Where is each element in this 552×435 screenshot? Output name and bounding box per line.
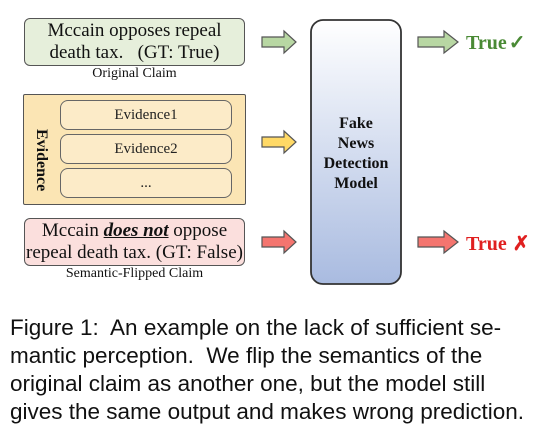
flipped-claim-label: Semantic-Flipped Claim	[65, 266, 204, 281]
arrow-model-to-output-top	[417, 29, 459, 55]
original-claim-line1: Mccain opposes repeal	[47, 20, 222, 41]
model-box	[310, 19, 402, 285]
model-label-line1: Fake	[339, 115, 373, 132]
arrow-evidence-to-model	[261, 129, 297, 155]
arrow-flipped-to-model	[261, 229, 297, 255]
figure-caption: Figure 1: An example on the lack of suff…	[10, 314, 540, 426]
original-claim-line2: death tax. (GT: True)	[49, 42, 220, 63]
output-top-label: True	[466, 32, 507, 54]
flipped-claim-suffix: oppose	[168, 220, 228, 241]
evidence-item-3: ...	[60, 168, 232, 198]
flipped-claim-prefix: Mccain	[41, 220, 104, 241]
evidence-item-2: Evidence2	[60, 134, 232, 164]
evidence-item-1: Evidence1	[60, 100, 232, 130]
caption-line4: gives the same output and makes wrong pr…	[10, 399, 525, 424]
flipped-claim-line1: Mccain does not oppose	[25, 220, 244, 242]
flipped-claim-box: Mccain does not oppose repeal death tax.…	[24, 218, 245, 266]
arrow-original-to-model	[261, 29, 297, 55]
caption-line3: original claim as another one, but the m…	[10, 371, 486, 396]
caption-line1: Figure 1: An example on the lack of suff…	[10, 315, 502, 340]
model-label: Fake News Detection Model	[311, 114, 401, 194]
evidence-panel: Evidence Evidence1 Evidence2 ...	[23, 94, 246, 205]
original-claim-box: Mccain opposes repeal death tax. (GT: Tr…	[24, 18, 245, 66]
model-label-line3: Detection	[323, 155, 389, 172]
output-bottom: True✗	[466, 231, 530, 256]
diagram-graphics	[261, 19, 459, 285]
model-label-line2: News	[337, 135, 375, 152]
arrow-model-to-output-bottom	[417, 229, 459, 255]
caption-line2: mantic perception. We flip the semantics…	[10, 343, 483, 368]
output-bottom-label: True	[466, 233, 507, 255]
original-claim-label: Original Claim	[92, 66, 177, 81]
flipped-claim-line2: repeal death tax. (GT: False)	[26, 242, 243, 263]
output-top: True✓	[466, 30, 526, 55]
flipped-claim-emphasis: does not	[103, 220, 169, 241]
model-label-line4: Model	[334, 175, 378, 192]
checkmark-icon: ✓	[508, 32, 526, 54]
cross-icon: ✗	[512, 233, 530, 255]
